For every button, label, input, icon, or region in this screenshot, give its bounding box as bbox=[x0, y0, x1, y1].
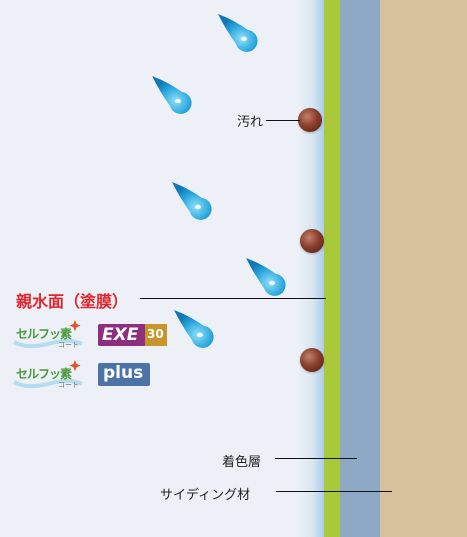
hydrophilic-coating-layer bbox=[324, 0, 340, 537]
selffusso-exe30-logo: セルフッ素 コート EXE 30 bbox=[12, 316, 167, 350]
dirt-particle bbox=[300, 229, 324, 253]
logo-brand-text: セルフッ素 bbox=[16, 367, 72, 381]
color-layer bbox=[340, 0, 380, 537]
dirt-particle bbox=[298, 108, 322, 132]
water-drop-icon bbox=[246, 258, 286, 296]
selffusso-plus-logo: セルフッ素 コート plus bbox=[12, 356, 150, 390]
logo-brand-text: セルフッ素 bbox=[16, 327, 72, 341]
water-drop-icon bbox=[172, 182, 212, 220]
hydrophilic-surface-label: 親水面（塗膜） bbox=[16, 292, 129, 311]
logo-swoosh-icon bbox=[12, 320, 83, 349]
exe-number-text: 30 bbox=[147, 327, 164, 341]
dirt-particle bbox=[300, 348, 324, 372]
siding-leader-line bbox=[276, 491, 392, 493]
exe-badge-text: EXE bbox=[102, 325, 139, 345]
water-drop-icon bbox=[152, 76, 192, 114]
logo-sub-text: コート bbox=[58, 341, 79, 349]
plus-badge: plus bbox=[98, 363, 150, 386]
water-drop-icon bbox=[174, 310, 214, 348]
color-layer-label: 着色層 bbox=[222, 455, 262, 470]
dirt-label: 汚れ bbox=[237, 115, 264, 130]
hydrophilic-leader-line bbox=[140, 298, 326, 300]
exe-badge: EXE bbox=[98, 324, 146, 346]
water-film-layer bbox=[298, 0, 325, 537]
siding-layer bbox=[380, 0, 467, 537]
color-layer-leader-line bbox=[275, 458, 357, 460]
dirt-leader-line bbox=[266, 120, 300, 122]
siding-label: サイディング材 bbox=[160, 488, 251, 503]
exe-number-badge: 30 bbox=[145, 324, 167, 346]
logo-swoosh-icon bbox=[12, 360, 83, 389]
water-drop-icon bbox=[218, 14, 258, 52]
plus-badge-text: plus bbox=[103, 363, 144, 383]
logo-sub-text: コート bbox=[58, 381, 79, 389]
